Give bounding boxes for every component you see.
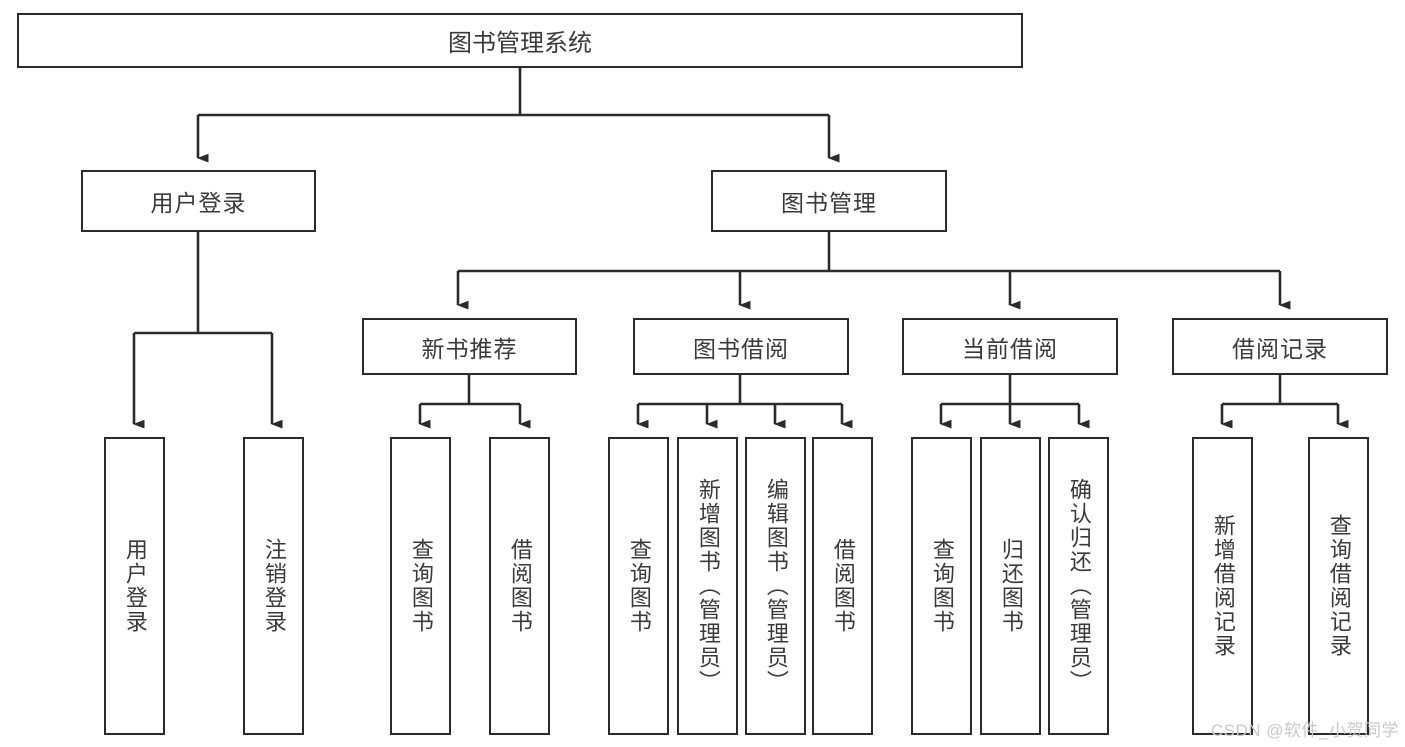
node-root[interactable]: 图书管理系统 (17, 13, 1023, 68)
node-book-borrow[interactable]: 图书借阅 (633, 318, 849, 375)
leaf-label: 查询图书 (408, 538, 434, 634)
node-new-book-recommend[interactable]: 新书推荐 (362, 318, 577, 375)
leaf-label: 查询借阅记录 (1326, 514, 1352, 658)
leaf-borrow-add-book[interactable]: 新增图书（管理员） (677, 437, 738, 735)
leaf-record-query-record[interactable]: 查询借阅记录 (1308, 437, 1369, 735)
leaf-label: 用户登录 (122, 538, 148, 634)
node-book-management[interactable]: 图书管理 (711, 170, 947, 232)
node-borrow-record-label: 借阅记录 (1232, 335, 1328, 362)
watermark: CSDN @软件_小贺同学 (1210, 721, 1399, 740)
node-book-borrow-label: 图书借阅 (693, 335, 789, 362)
leaf-current-confirm-return[interactable]: 确认归还（管理员） (1048, 437, 1109, 735)
leaf-record-add-record[interactable]: 新增借阅记录 (1192, 437, 1253, 735)
node-user-login[interactable]: 用户登录 (81, 170, 316, 232)
leaf-current-return-book[interactable]: 归还图书 (980, 437, 1041, 735)
node-user-login-label: 用户登录 (150, 190, 247, 216)
leaf-label: 查询图书 (626, 538, 652, 634)
leaf-recommend-borrow-book[interactable]: 借阅图书 (489, 437, 550, 735)
leaf-label: 借阅图书 (507, 538, 533, 634)
node-current-borrow-label: 当前借阅 (962, 335, 1058, 362)
leaf-borrow-query-book[interactable]: 查询图书 (608, 437, 669, 735)
leaf-label: 新增借阅记录 (1210, 514, 1236, 658)
leaf-label: 新增图书（管理员） (695, 478, 721, 694)
leaf-label: 编辑图书（管理员） (763, 478, 789, 694)
node-book-management-label: 图书管理 (781, 190, 877, 216)
node-borrow-record[interactable]: 借阅记录 (1172, 318, 1388, 375)
leaf-user-login-login[interactable]: 用户登录 (104, 437, 165, 735)
leaf-borrow-borrow-book[interactable]: 借阅图书 (812, 437, 873, 735)
leaf-user-login-logout[interactable]: 注销登录 (243, 437, 304, 735)
leaf-label: 借阅图书 (830, 538, 856, 634)
node-root-label: 图书管理系统 (448, 30, 592, 57)
leaf-current-query-book[interactable]: 查询图书 (911, 437, 972, 735)
node-new-book-recommend-label: 新书推荐 (421, 335, 518, 362)
leaf-recommend-query-book[interactable]: 查询图书 (390, 437, 451, 735)
leaf-label: 归还图书 (998, 538, 1024, 634)
leaf-label: 确认归还（管理员） (1066, 478, 1092, 694)
leaf-label: 查询图书 (929, 538, 955, 634)
leaf-borrow-edit-book[interactable]: 编辑图书（管理员） (745, 437, 806, 735)
node-current-borrow[interactable]: 当前借阅 (902, 318, 1118, 375)
leaf-label: 注销登录 (261, 538, 287, 634)
